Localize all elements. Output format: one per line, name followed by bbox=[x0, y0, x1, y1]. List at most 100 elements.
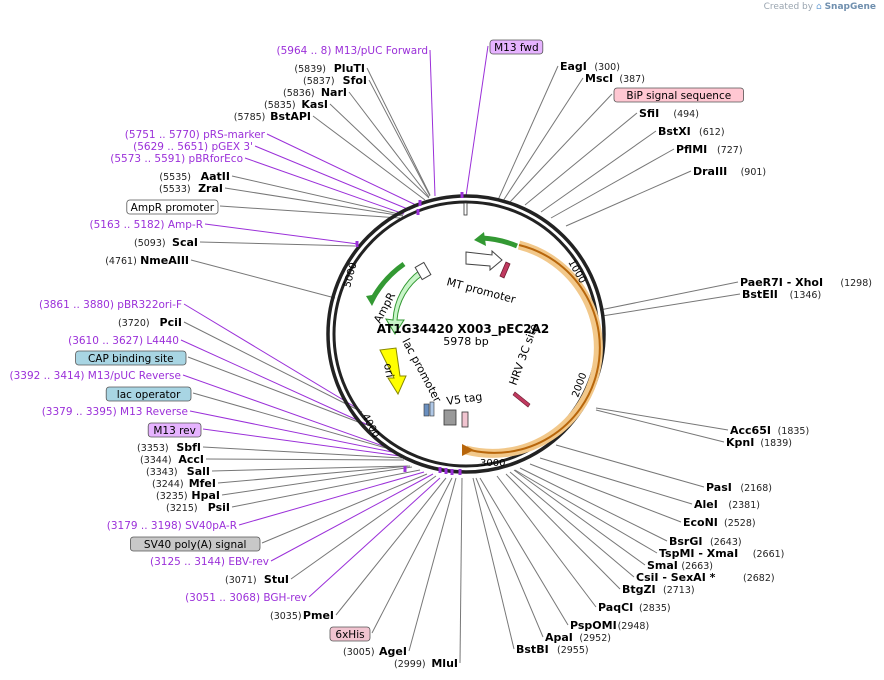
connector-line bbox=[366, 67, 431, 196]
primer-label: (3125 .. 3144) EBV-rev bbox=[150, 556, 269, 568]
primer-label: (5629 .. 5651) pGEX 3' bbox=[133, 141, 253, 153]
hrv-site-mark bbox=[512, 391, 531, 408]
enzyme-name: MscI bbox=[585, 72, 613, 85]
enzyme-position: (494) bbox=[673, 109, 699, 120]
primer-label: (3051 .. 3068) BGH-rev bbox=[185, 592, 307, 604]
enzyme-position: (2682) bbox=[743, 573, 775, 584]
enzyme-position: (3215) bbox=[166, 503, 198, 514]
right-label-7: DraIII(901) bbox=[693, 165, 766, 178]
right-label-18: CsiI - SexAI *(2682) bbox=[636, 571, 775, 584]
enzyme-position: (387) bbox=[619, 74, 645, 85]
enzyme-position: (3244) bbox=[152, 479, 184, 490]
connector-line bbox=[238, 471, 425, 526]
left-label-20: lac operator bbox=[105, 386, 192, 402]
enzyme-position: (612) bbox=[699, 127, 725, 138]
primer-site-mark bbox=[458, 469, 462, 475]
connector-line bbox=[231, 469, 421, 508]
right-label-6: PflMI(727) bbox=[676, 143, 743, 156]
left-label-2: SfoI(5837) bbox=[303, 74, 367, 87]
enzyme-name: AgeI bbox=[379, 645, 407, 658]
enzyme-name: BstEII bbox=[742, 288, 778, 301]
connector-line bbox=[505, 473, 621, 590]
right-label-17: SmaI(2663) bbox=[647, 559, 713, 572]
connector-line bbox=[540, 130, 657, 213]
primer-label: (3861 .. 3880) pBR322ori-F bbox=[39, 299, 182, 311]
connector-line bbox=[205, 458, 405, 461]
right-label-15: BsrGI(2643) bbox=[669, 535, 742, 548]
connector-line bbox=[202, 446, 403, 459]
right-label-2: MscI (387) bbox=[585, 72, 645, 85]
enzyme-position: (2663) bbox=[681, 561, 713, 572]
primer-site-mark bbox=[450, 469, 454, 475]
right-label-14: EcoNI(2528) bbox=[683, 516, 756, 529]
left-label-3: NarI(5836) bbox=[283, 86, 347, 99]
right-label-4: SfiI(494) bbox=[639, 107, 699, 120]
left-label-10: ZraI(5533) bbox=[159, 182, 223, 195]
enzyme-name: TspMI - XmaI bbox=[659, 547, 738, 560]
connector-line bbox=[497, 65, 559, 201]
enzyme-position: (2999) bbox=[394, 659, 426, 670]
connector-line bbox=[524, 112, 638, 206]
feature-label-box bbox=[489, 39, 544, 55]
enzyme-name: PmeI bbox=[303, 609, 334, 622]
enzyme-name: BstAPI bbox=[270, 110, 311, 123]
enzyme-position: (3344) bbox=[140, 455, 172, 466]
enzyme-position: (5835) bbox=[264, 100, 296, 111]
connector-line bbox=[180, 339, 369, 426]
snapgene-logo-icon: ⌂ bbox=[815, 2, 822, 12]
left-label-0: (5964 .. 8) M13/pUC Forward bbox=[277, 45, 429, 57]
connector-line bbox=[231, 175, 404, 216]
ori-arrow bbox=[379, 347, 407, 396]
connector-line bbox=[335, 477, 447, 616]
connector-line bbox=[502, 77, 584, 202]
top-green-arrowhead bbox=[474, 232, 486, 246]
m13-fwd-mark bbox=[463, 202, 468, 216]
connector-line bbox=[202, 428, 401, 457]
connector-line bbox=[599, 281, 739, 311]
connector-line bbox=[371, 477, 453, 634]
connector-line bbox=[472, 477, 515, 650]
connector-line bbox=[475, 477, 544, 638]
mt-promoter-arrow bbox=[465, 249, 503, 272]
right-label-11: KpnI(1839) bbox=[726, 436, 792, 449]
enzyme-position: (3005) bbox=[343, 647, 375, 658]
enzyme-name: HpaI bbox=[191, 489, 220, 502]
connector-line bbox=[254, 145, 411, 211]
lac-promoter-label: lac promoter bbox=[399, 336, 444, 405]
right-label-1: EagI(300) bbox=[560, 60, 620, 73]
enzyme-position: (5535) bbox=[159, 172, 191, 183]
primer-label: (5163 .. 5182) Amp-R bbox=[90, 219, 204, 231]
left-label-25: SalI(3343) bbox=[146, 465, 210, 478]
connector-line bbox=[539, 457, 693, 505]
left-label-19: (3392 .. 3414) M13/pUC Reverse bbox=[9, 370, 181, 382]
connector-line bbox=[479, 477, 569, 626]
connector-line bbox=[190, 259, 336, 299]
enzyme-position: (1346) bbox=[790, 290, 822, 301]
plasmid-size: 5978 bp bbox=[443, 335, 488, 348]
right-label-9: BstEII (1346) bbox=[742, 288, 821, 301]
top-green-arc bbox=[481, 235, 518, 249]
enzyme-name: StuI bbox=[264, 573, 289, 586]
connector-line bbox=[595, 407, 729, 431]
left-label-23: SbfI (3353) bbox=[137, 441, 201, 454]
connector-line bbox=[529, 463, 682, 523]
left-label-6: (5751 .. 5770) pRS-marker bbox=[125, 129, 266, 141]
feature-label-text: lac operator bbox=[117, 389, 181, 401]
enzyme-name: KasI bbox=[301, 98, 328, 111]
enzyme-name: BtgZI bbox=[622, 583, 656, 596]
left-label-14: NmeAIII(4761) bbox=[105, 254, 189, 267]
enzyme-position: (2661) bbox=[753, 549, 785, 560]
enzyme-name: AleI bbox=[694, 498, 718, 511]
ori-label: ori bbox=[381, 362, 396, 378]
connector-lines bbox=[180, 45, 741, 664]
enzyme-position: (5533) bbox=[159, 184, 191, 195]
snapgene-credit: Created by ⌂ SnapGene bbox=[764, 2, 876, 12]
feature-label-text: SV40 poly(A) signal bbox=[144, 539, 247, 551]
left-label-24: AccI(3344) bbox=[140, 453, 204, 466]
enzyme-position: (901) bbox=[741, 167, 767, 178]
enzyme-name: BsrGI bbox=[669, 535, 702, 548]
feature-label-text: CAP binding site bbox=[88, 353, 174, 365]
enzyme-position: (3353) bbox=[137, 443, 169, 454]
enzyme-name: SbfI bbox=[176, 441, 201, 454]
enzyme-position: (3071) bbox=[225, 575, 257, 586]
